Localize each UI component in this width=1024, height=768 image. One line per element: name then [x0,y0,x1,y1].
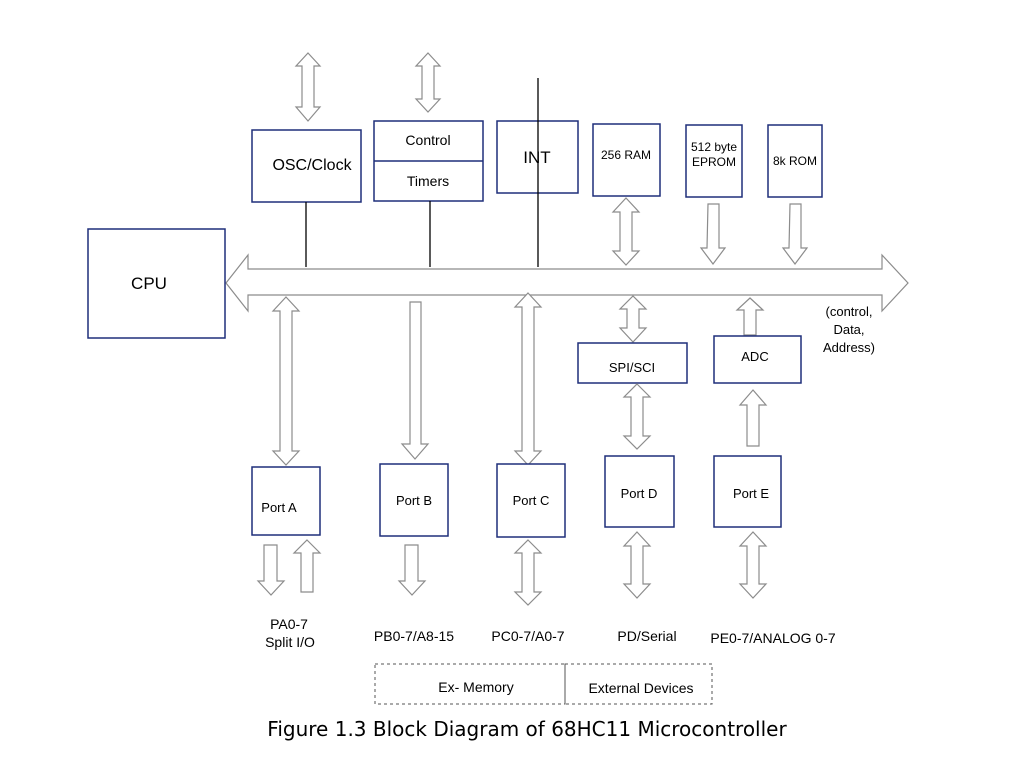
port-d-block [604,455,675,528]
external-devices-box [564,663,713,705]
bus-label-line2: Data, [833,322,864,337]
spi-sci-block [577,342,688,384]
port-a-output-arrow [256,544,286,596]
port-a-pins-line2: Split I/O [265,634,315,650]
port-b-bus-arrow [400,301,430,460]
port-b-output-arrow [397,544,427,596]
ram-block [592,123,661,197]
port-a-label: Port A [261,500,297,515]
external-devices-label: External Devices [588,680,693,696]
rom-label: 8k ROM [773,154,817,168]
port-a-bus-arrow [271,296,301,466]
port-a-pins-line1: PA0-7 [270,616,308,632]
port-c-block [496,463,566,538]
int-label: INT [523,148,550,167]
adc-label: ADC [741,349,768,364]
rom-bus-arrow [781,203,809,265]
osc-clock-io-arrow [294,52,322,122]
bus-label-line1: (control, [826,304,873,319]
spi-sci-label: SPI/SCI [609,360,655,375]
osc-clock-label: OSC/Clock [272,157,352,174]
adc-block [713,335,802,384]
port-b-label: Port B [396,493,432,508]
control-label: Control [405,132,450,148]
bus-label-line3: Address) [823,340,875,355]
figure-caption: Figure 1.3 Block Diagram of 68HC11 Micro… [267,717,787,741]
port-e-label: Port E [733,486,769,501]
port-a-block [251,466,321,536]
adc-port-e-arrow [738,389,768,447]
port-b-pins: PB0-7/A8-15 [374,628,454,644]
osc-clock-block [251,129,362,203]
port-c-pins: PC0-7/A0-7 [491,628,564,644]
ram-label: 256 RAM [601,148,651,162]
spi-sci-port-d-arrow [622,383,652,450]
cpu-block [87,228,226,339]
control-io-arrow [414,52,442,113]
port-c-bus-arrow [513,292,543,466]
port-b-block [379,463,449,537]
adc-bus-arrow [735,297,765,336]
rom-block [767,124,823,198]
port-c-label: Port C [513,493,550,508]
eprom-label-line1: 512 byte [691,140,737,154]
port-a-input-arrow [292,539,322,593]
port-d-pins: PD/Serial [617,628,676,644]
port-c-io-arrow [513,539,543,606]
spi-sci-bus-arrow [618,295,648,343]
port-e-io-arrow [738,531,768,599]
ex-memory-label: Ex- Memory [438,679,513,695]
port-d-label: Port D [621,486,658,501]
ram-bus-arrow [611,197,641,266]
eprom-bus-arrow [699,203,727,265]
eprom-block [685,124,743,198]
port-e-pins: PE0-7/ANALOG 0-7 [710,630,835,646]
port-d-io-arrow [622,531,652,599]
system-bus-arrow [225,253,909,313]
port-e-block [713,455,782,528]
eprom-label-line2: EPROM [692,155,736,169]
cpu-label: CPU [131,274,167,293]
timers-label: Timers [407,173,449,189]
